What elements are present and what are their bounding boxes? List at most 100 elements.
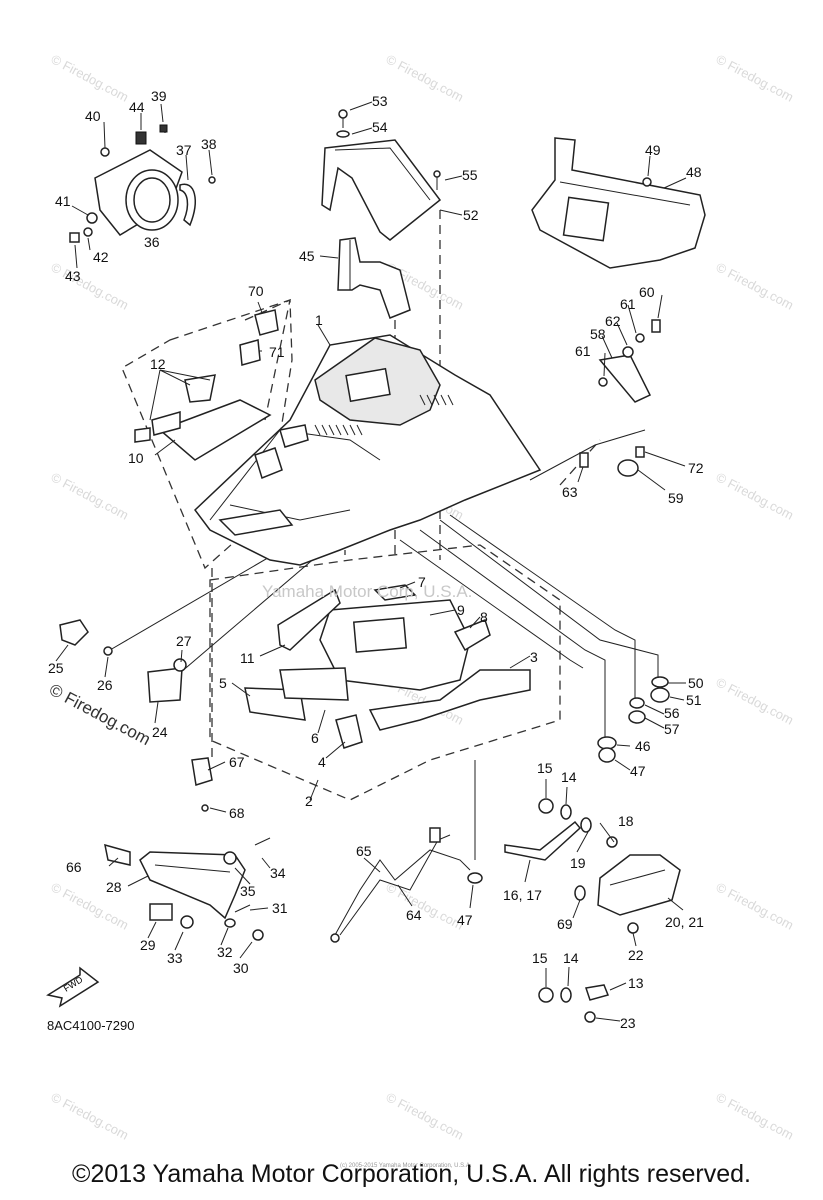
part-label: 68 bbox=[229, 805, 245, 821]
part-label: 39 bbox=[151, 88, 167, 104]
small-right-parts bbox=[579, 319, 670, 763]
center-watermark: Yamaha Motor Corp, U.S.A. bbox=[262, 582, 473, 601]
part-label: 11 bbox=[240, 650, 255, 666]
part-label: 37 bbox=[176, 142, 192, 158]
front-bumper bbox=[104, 837, 271, 941]
connector-lines bbox=[109, 429, 659, 860]
part-label: 55 bbox=[462, 167, 478, 183]
part-label: 1 bbox=[315, 312, 323, 328]
left-brackets bbox=[59, 619, 213, 812]
tile-watermark: © Firedog.com bbox=[714, 259, 796, 312]
tail-light-assembly bbox=[504, 798, 681, 1023]
hood-cover bbox=[531, 137, 706, 269]
parts-70-71 bbox=[239, 309, 279, 366]
panel-group-12 bbox=[134, 374, 272, 461]
part-label: 20, 21 bbox=[665, 914, 704, 930]
part-label: 15 bbox=[532, 950, 548, 966]
part-label: 6 bbox=[311, 730, 319, 746]
part-label: 49 bbox=[645, 142, 661, 158]
part-label: 38 bbox=[201, 136, 217, 152]
part-label: 4 bbox=[318, 754, 326, 770]
part-label: 26 bbox=[97, 677, 113, 693]
part-label: 47 bbox=[630, 763, 646, 779]
part-label: 8 bbox=[480, 609, 488, 625]
part-label: 32 bbox=[217, 944, 233, 960]
under-panels bbox=[244, 584, 531, 749]
part-label: 13 bbox=[628, 975, 644, 991]
part-label: 47 bbox=[457, 912, 473, 928]
part-label: 12 bbox=[150, 356, 166, 372]
fwd-arrow-icon: FWD bbox=[46, 966, 100, 1008]
part-label: 23 bbox=[620, 1015, 636, 1031]
part-label: 25 bbox=[48, 660, 64, 676]
part-label: 53 bbox=[372, 93, 388, 109]
tile-watermark: © Firedog.com bbox=[714, 469, 796, 522]
part-label: 42 bbox=[93, 249, 109, 265]
part-label: 14 bbox=[561, 769, 577, 785]
bracket-45 bbox=[337, 237, 411, 319]
main-hood bbox=[193, 334, 542, 566]
headlight-housing bbox=[69, 124, 216, 243]
part-label: 64 bbox=[406, 907, 422, 923]
part-label: 28 bbox=[106, 879, 122, 895]
tile-watermark: © Firedog.com bbox=[49, 469, 131, 522]
part-label: 59 bbox=[668, 490, 684, 506]
part-label: 35 bbox=[240, 883, 256, 899]
part-label: 24 bbox=[152, 724, 168, 740]
part-label: 16, 17 bbox=[503, 887, 542, 903]
part-label: 40 bbox=[85, 108, 101, 124]
part-label: 3 bbox=[530, 649, 538, 665]
part-label: 9 bbox=[457, 602, 465, 618]
part-label: 7 bbox=[418, 574, 426, 590]
part-label: 29 bbox=[140, 937, 156, 953]
part-label: 54 bbox=[372, 119, 388, 135]
tile-watermark: © Firedog.com bbox=[384, 1089, 466, 1142]
part-label: 46 bbox=[635, 738, 651, 754]
diagram-code: 8AC4100-7290 bbox=[47, 1018, 135, 1033]
part-label: 61 bbox=[575, 343, 591, 359]
footer-copyright: ©2013 Yamaha Motor Corporation, U.S.A. A… bbox=[72, 1160, 751, 1188]
part-label: 66 bbox=[66, 859, 82, 875]
tile-watermark: © Firedog.com bbox=[49, 1089, 131, 1142]
part-label: 63 bbox=[562, 484, 578, 500]
part-label: 18 bbox=[618, 813, 634, 829]
tile-watermark: © Firedog.com bbox=[714, 1089, 796, 1142]
part-label: 15 bbox=[537, 760, 553, 776]
part-label: 19 bbox=[570, 855, 586, 871]
part-label: 2 bbox=[305, 793, 313, 809]
dashed-group-2 bbox=[209, 544, 561, 801]
part-label: 65 bbox=[356, 843, 372, 859]
small-credit: (c) 2005-2015 Yamaha Motor Corporation, … bbox=[340, 1163, 472, 1169]
wiring-harness bbox=[330, 827, 483, 943]
part-number-labels: 1 2 3 4 5 6 7 8 9 10 11 12 13 14 14 15 1… bbox=[48, 88, 704, 1031]
part-label: 60 bbox=[639, 284, 655, 300]
part-label: 44 bbox=[129, 99, 145, 115]
part-label: 30 bbox=[233, 960, 249, 976]
tile-watermark: © Firedog.com bbox=[714, 674, 796, 727]
part-label: 43 bbox=[65, 268, 81, 284]
tile-watermark: © Firedog.com bbox=[384, 879, 466, 932]
part-label: 72 bbox=[688, 460, 704, 476]
part-label: 70 bbox=[248, 283, 264, 299]
leader-lines bbox=[55, 101, 687, 1022]
tile-watermark: © Firedog.com bbox=[384, 51, 466, 104]
windshield bbox=[321, 109, 442, 241]
part-label: 71 bbox=[269, 344, 285, 360]
part-label: 56 bbox=[664, 705, 680, 721]
part-label: 14 bbox=[563, 950, 579, 966]
part-label: 10 bbox=[128, 450, 144, 466]
part-label: 45 bbox=[299, 248, 315, 264]
part-label: 52 bbox=[463, 207, 479, 223]
part-label: 31 bbox=[272, 900, 288, 916]
part-label: 58 bbox=[590, 326, 606, 342]
tile-watermark: © Firedog.com bbox=[49, 259, 131, 312]
part-label: 33 bbox=[167, 950, 183, 966]
part-label: 62 bbox=[605, 313, 621, 329]
part-label: 61 bbox=[620, 296, 636, 312]
part-label: 27 bbox=[176, 633, 192, 649]
part-label: 67 bbox=[229, 754, 245, 770]
part-label: 57 bbox=[664, 721, 680, 737]
part-label: 69 bbox=[557, 916, 573, 932]
part-label: 48 bbox=[686, 164, 702, 180]
